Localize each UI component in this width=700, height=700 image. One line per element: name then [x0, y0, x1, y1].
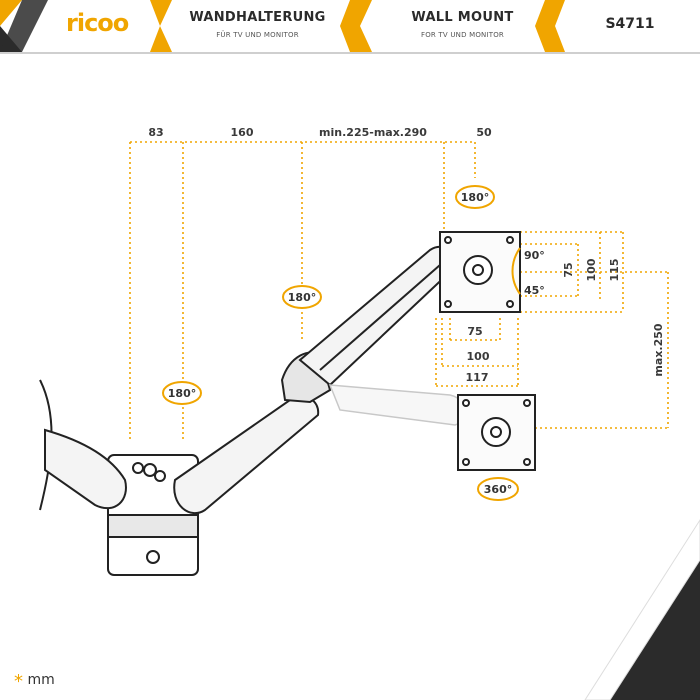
rotation-arm-upper-label: 180°: [288, 291, 316, 304]
vesa-plate-top: [439, 231, 521, 313]
unit-marker: *: [14, 671, 23, 692]
tilt-up-label: 90°: [524, 249, 545, 262]
chevron-dark-left: [0, 0, 48, 52]
upper-arm: [298, 245, 456, 387]
title-en: WALL MOUNT: [411, 10, 514, 25]
chevron-accent-1b: [150, 26, 172, 52]
rotation-top-label: 180°: [461, 191, 489, 204]
vesa-plate-bottom: [457, 394, 536, 471]
dim-side-115: 115: [608, 259, 621, 282]
dim-83: 83: [148, 126, 163, 139]
title-block-en: WALL MOUNT FOR TV UND MONITOR: [385, 10, 540, 39]
rotation-badge-swivel: 360°: [477, 477, 519, 501]
header-bar: ricoo WANDHALTERUNG FÜR TV UND MONITOR W…: [0, 0, 700, 54]
tilt-indicator: 90° 45°: [511, 247, 545, 297]
dim-side-100: 100: [585, 258, 598, 281]
rotation-badge-top: 180°: [455, 185, 495, 209]
unit-label: mm: [27, 672, 55, 688]
swivel-label: 360°: [484, 483, 512, 496]
logo-text: ricoo: [66, 9, 129, 37]
dim-vesa-75: 75: [467, 325, 482, 338]
tilt-down-label: 45°: [524, 284, 545, 297]
corner-light-bottom-right: [584, 519, 700, 700]
chevron-accent-1: [150, 0, 172, 26]
dim-vesa-117: 117: [466, 371, 489, 384]
subtitle-de: FÜR TV UND MONITOR: [216, 31, 299, 39]
subtitle-en: FOR TV UND MONITOR: [421, 31, 504, 39]
dim-vesa-100: 100: [467, 350, 490, 363]
chevron-accent-3: [535, 0, 565, 52]
lower-arm: [44, 351, 332, 515]
chevron-accent-2: [340, 0, 372, 52]
title-block-de: WANDHALTERUNG FÜR TV UND MONITOR: [180, 10, 335, 39]
dim-50: 50: [476, 126, 492, 139]
dim-max-250: max.250: [652, 323, 665, 376]
rotation-badge-arm-lower: 180°: [162, 381, 202, 405]
dim-side-75: 75: [562, 262, 575, 277]
unit-note: * mm: [14, 668, 55, 692]
brand-logo: ricoo: [66, 9, 129, 37]
title-de: WANDHALTERUNG: [189, 10, 326, 25]
header-decoration: [0, 0, 565, 52]
dim-160: 160: [231, 126, 254, 139]
model-number: S4711: [605, 16, 655, 32]
rotation-badge-arm-upper: 180°: [282, 285, 322, 309]
corner-accent-left: [0, 0, 22, 26]
rotation-arm-lower-label: 180°: [168, 387, 196, 400]
dim-225-290: min.225-max.290: [319, 126, 427, 139]
arm-ghost: [328, 384, 467, 426]
